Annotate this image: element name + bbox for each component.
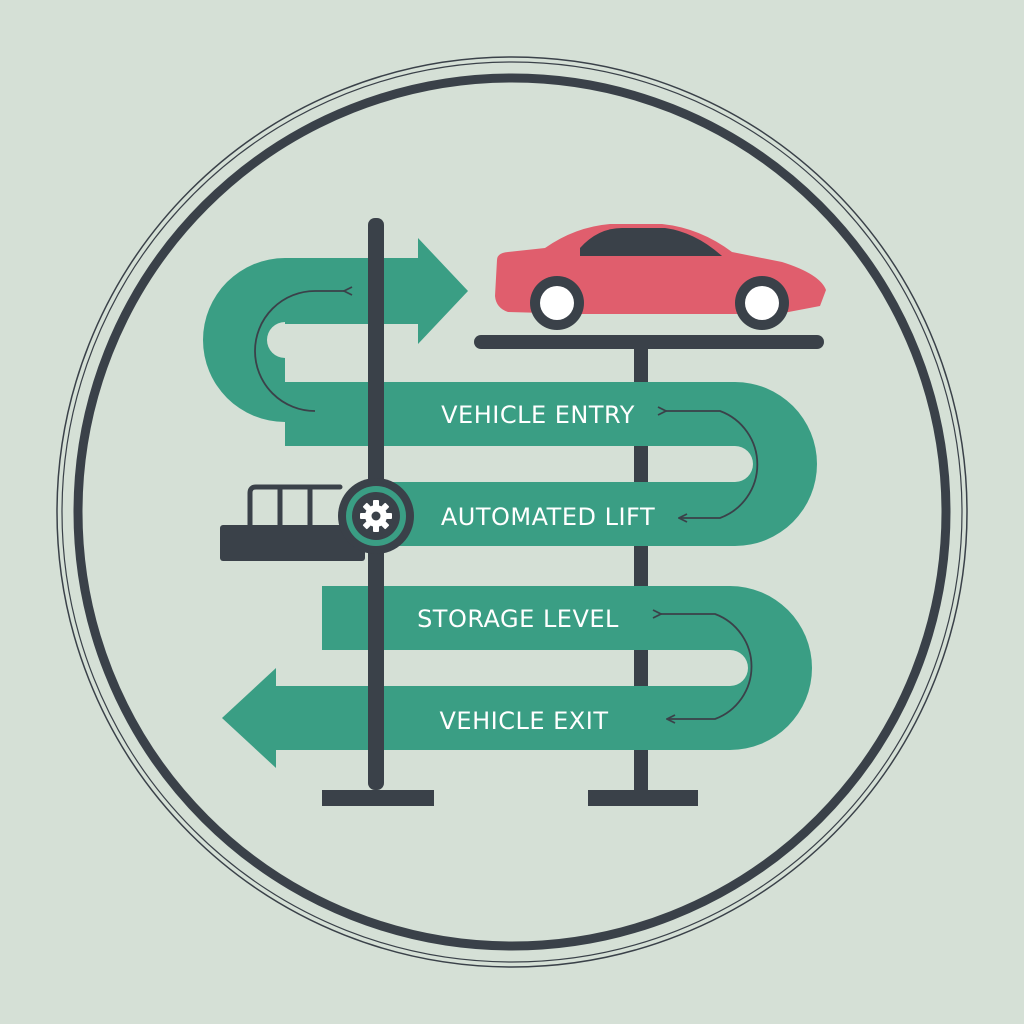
lift-platform xyxy=(220,484,365,561)
stage-label-automated-lift: AUTOMATED LIFT xyxy=(441,503,655,531)
stage-label-vehicle-exit: VEHICLE EXIT xyxy=(440,707,609,735)
right-support-post xyxy=(474,335,824,806)
u-turn-arrow-icon xyxy=(254,291,759,719)
car-icon xyxy=(495,224,826,330)
circle-frame xyxy=(56,56,968,968)
gear-icon xyxy=(338,478,414,554)
stage-label-storage-level: STORAGE LEVEL xyxy=(417,605,619,633)
stage-label-vehicle-entry: VEHICLE ENTRY xyxy=(441,401,635,429)
